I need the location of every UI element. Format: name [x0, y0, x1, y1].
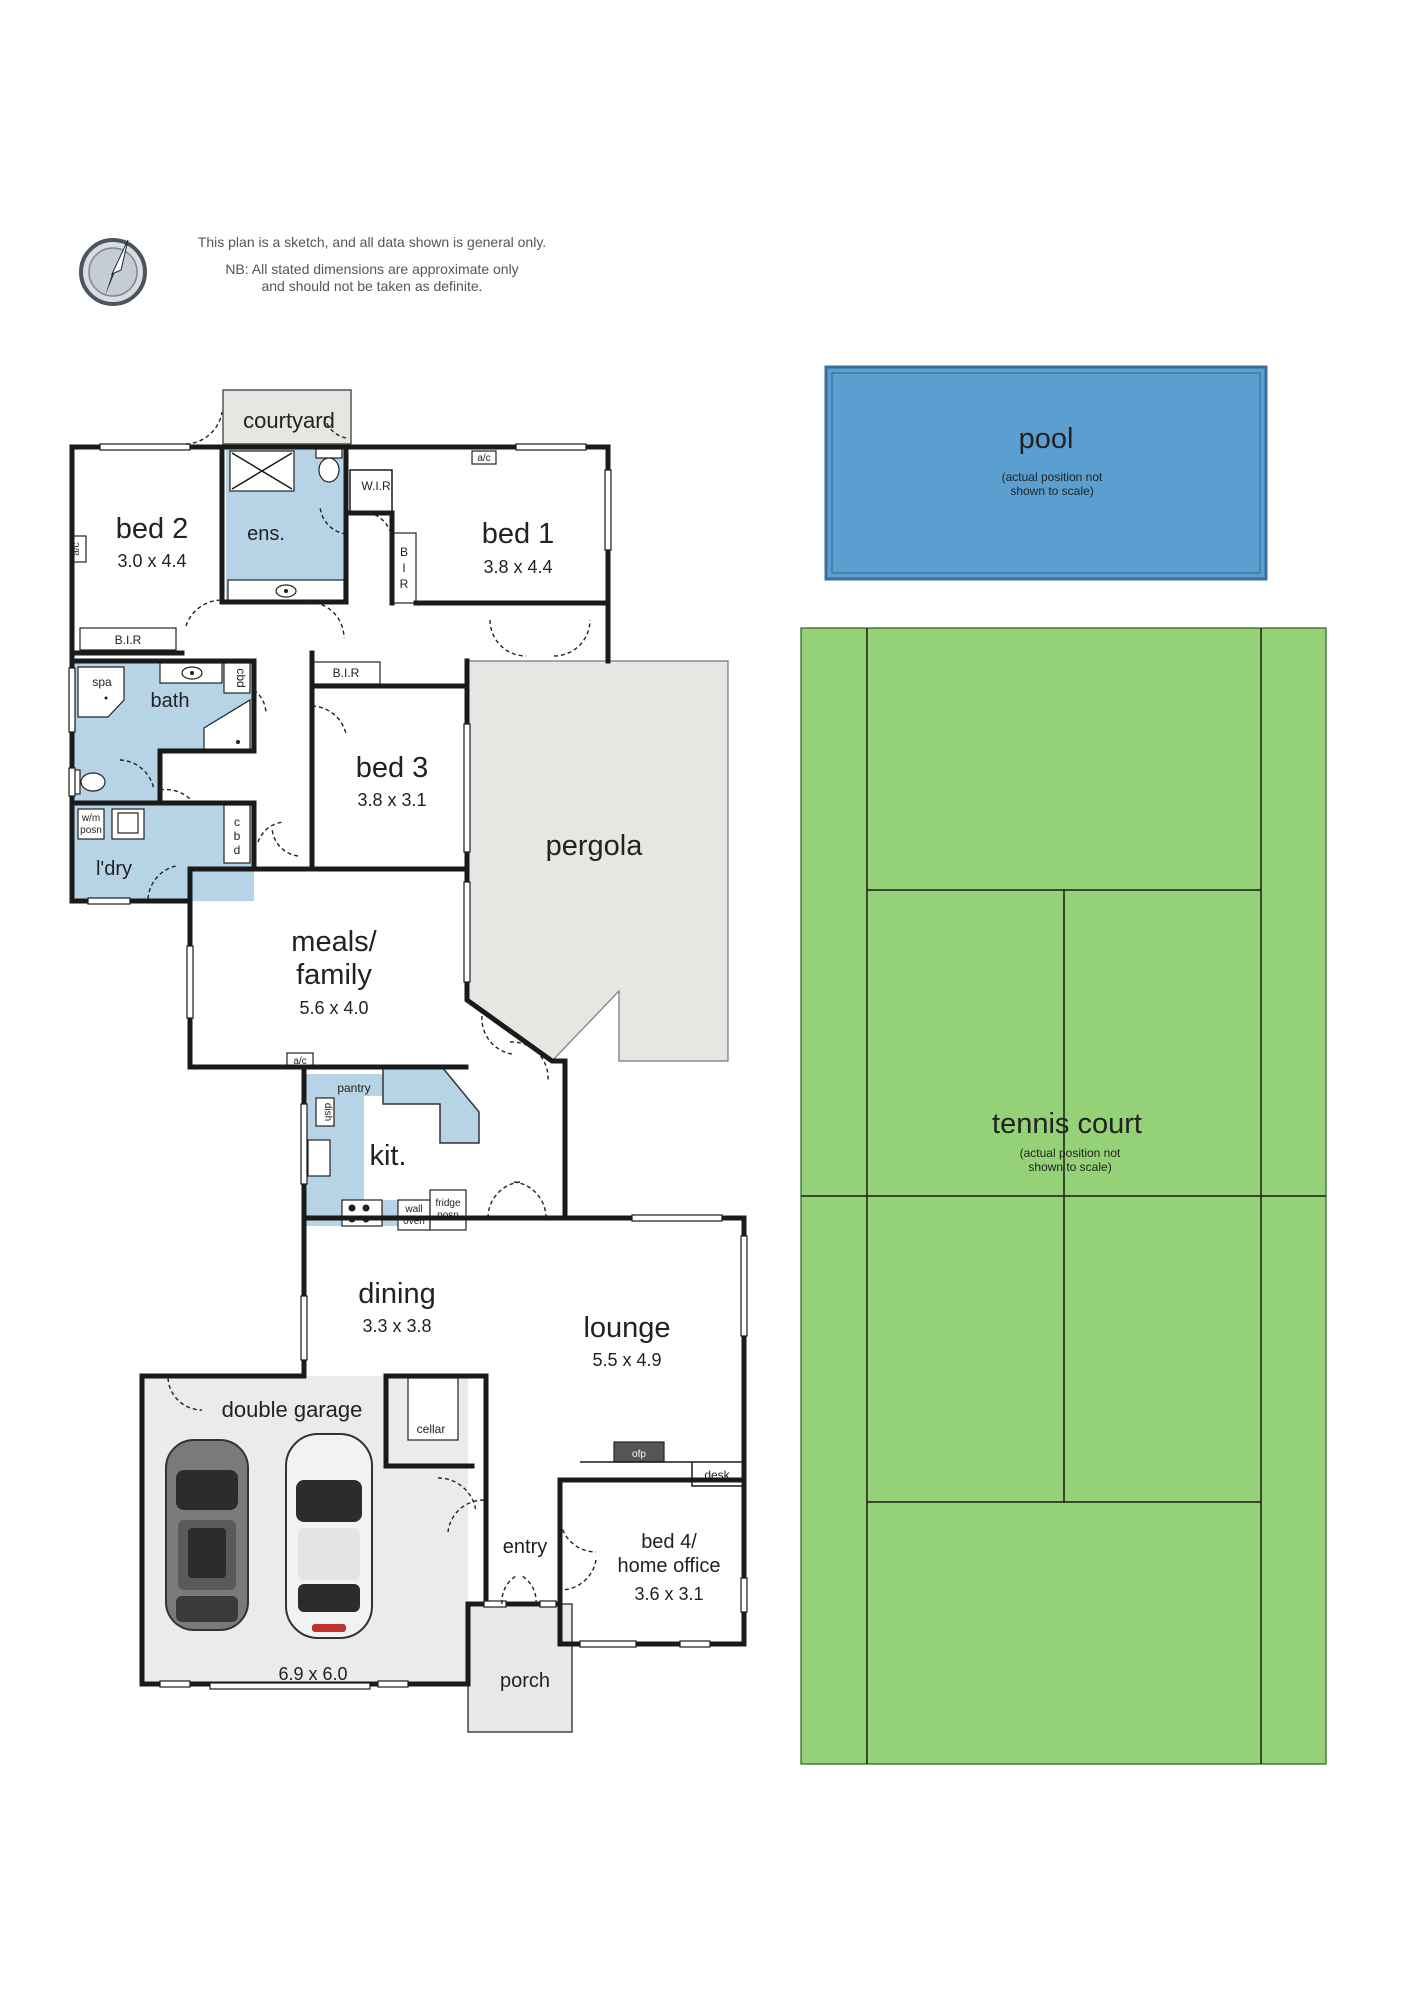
laundry-label: l'dry	[96, 858, 132, 880]
pool: pool (actual position not shown to scale…	[824, 365, 1268, 581]
bed2-label: bed 2	[116, 513, 189, 545]
courtyard: courtyard	[222, 389, 352, 445]
courtyard-label: courtyard	[243, 408, 335, 433]
north-compass-icon	[79, 238, 147, 306]
bed2-bir-label: B.I.R	[115, 633, 142, 647]
meals-dim: 5.6 x 4.0	[299, 998, 368, 1018]
door-swings	[119, 411, 597, 1605]
tennis-court: tennis court (actual position not shown …	[800, 627, 1327, 1765]
car-icon	[165, 1439, 249, 1631]
pergola-label: pergola	[546, 830, 644, 862]
tennis-court-note-1: (actual position not	[1020, 1146, 1121, 1160]
disclaimer-line-3: and should not be taken as definite.	[261, 278, 483, 294]
sink-icon	[275, 584, 297, 598]
car-icon	[285, 1433, 373, 1639]
bed2-dim: 3.0 x 4.4	[117, 551, 186, 571]
kitchen-label: kit.	[369, 1140, 406, 1172]
meals-ac-label: a/c	[293, 1056, 306, 1067]
ensuite-label: ens.	[247, 523, 285, 545]
bath-label: bath	[151, 690, 190, 712]
kitchen-island	[382, 1066, 480, 1144]
bed4-label-1: bed 4/	[641, 1531, 697, 1553]
wall-oven-2: oven	[403, 1216, 425, 1227]
lounge-dim: 5.5 x 4.9	[592, 1350, 661, 1370]
cooktop-icon	[341, 1199, 383, 1227]
windows	[68, 443, 748, 1690]
pool-outline	[824, 365, 1268, 581]
bed1-bir-b: B	[400, 545, 408, 559]
meals-label-1: meals/	[291, 926, 377, 958]
bed1-label: bed 1	[482, 518, 555, 550]
wm-posn-2: posn	[80, 825, 102, 836]
bed3-dim: 3.8 x 3.1	[357, 790, 426, 810]
lounge-label: lounge	[583, 1312, 670, 1344]
disclaimer-line-1: This plan is a sketch, and all data show…	[197, 234, 547, 250]
dining-dim: 3.3 x 3.8	[362, 1316, 431, 1336]
bed1-bir-r: R	[400, 577, 409, 591]
pool-label: pool	[1019, 423, 1074, 455]
tennis-court-label: tennis court	[992, 1108, 1142, 1140]
cellar-label: cellar	[417, 1422, 446, 1436]
wall-oven-1: wall	[404, 1204, 422, 1215]
dining-label: dining	[358, 1278, 435, 1310]
garage-dim: 6.9 x 6.0	[278, 1664, 347, 1684]
room-labels: bed 2 3.0 x 4.4 ens. bed 1 3.8 x 4.4 bat…	[96, 513, 721, 1692]
laundry-cbd-c: c	[234, 815, 240, 829]
bed1-bir-i: I	[402, 561, 405, 575]
disclaimer-line-2: NB: All stated dimensions are approximat…	[225, 261, 519, 277]
fridge-posn-1: fridge	[435, 1198, 460, 1209]
spa-label: spa	[92, 675, 112, 689]
garage-label: double garage	[222, 1397, 363, 1422]
spa-icon: spa	[77, 666, 125, 718]
wir-label: W.I.R	[361, 479, 391, 493]
walls	[69, 444, 747, 1687]
tennis-court-note-2: shown to scale)	[1028, 1160, 1111, 1174]
wm-posn-1: w/m	[81, 813, 100, 824]
dishwasher-label: dish	[322, 1103, 333, 1121]
pantry-label: pantry	[337, 1081, 370, 1095]
toilet-icon	[71, 769, 106, 795]
pergola: pergola	[466, 660, 729, 1062]
bed1-dim: 3.8 x 4.4	[483, 557, 552, 577]
bed4-label-2: home office	[617, 1555, 720, 1577]
sink-icon	[181, 666, 203, 680]
bed3-label: bed 3	[356, 752, 429, 784]
meals-label-2: family	[296, 959, 372, 991]
bed1-ac-label: a/c	[477, 453, 490, 464]
fireplace-label: ofp	[632, 1449, 646, 1460]
bed4-dim: 3.6 x 3.1	[634, 1584, 703, 1604]
kitchen-bench-top	[304, 1074, 384, 1096]
entry-label: entry	[503, 1536, 547, 1558]
porch-label: porch	[500, 1670, 550, 1692]
laundry-cbd-d: d	[234, 843, 241, 857]
bath-cbd-label: cbd	[234, 668, 248, 687]
bed2-ac-label: a/c	[71, 542, 82, 555]
porch-area	[467, 1603, 573, 1733]
laundry-cbd-b: b	[234, 829, 241, 843]
pool-note-2: shown to scale)	[1010, 484, 1093, 498]
bed3-bir-label: B.I.R	[333, 666, 360, 680]
disclaimer-notes: This plan is a sketch, and all data show…	[172, 234, 572, 295]
pool-note-1: (actual position not	[1002, 470, 1103, 484]
